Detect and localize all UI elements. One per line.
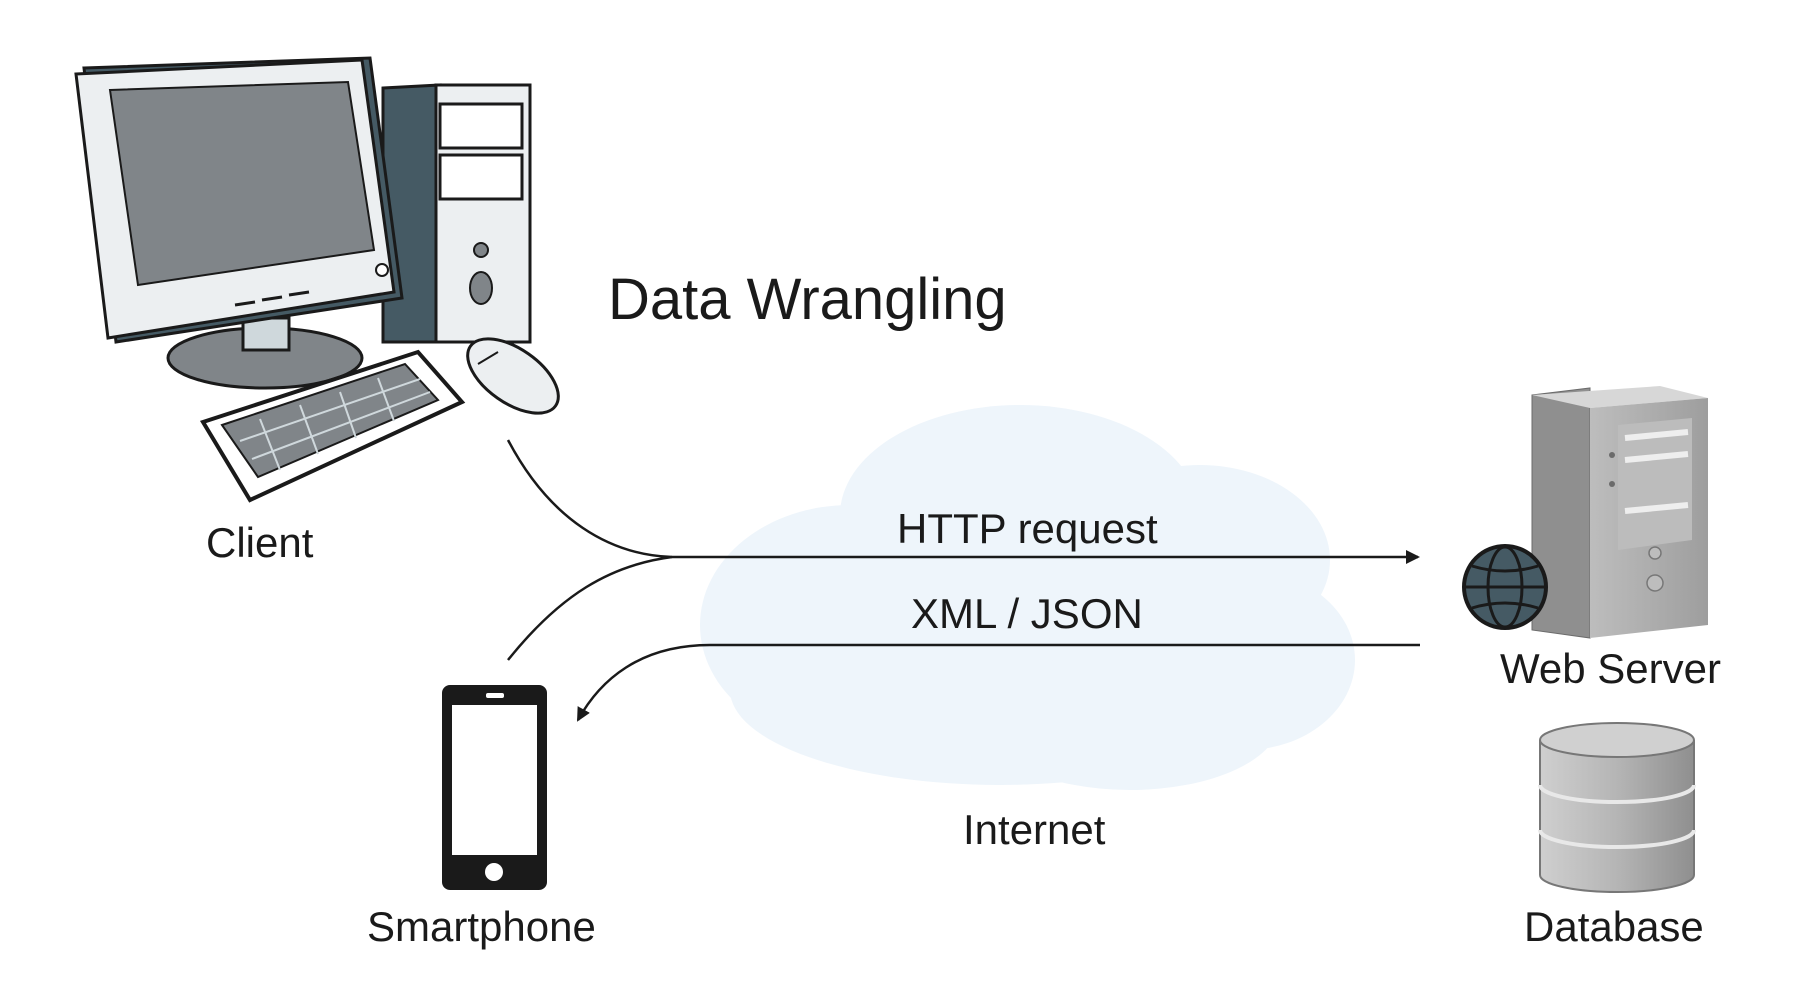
web-server-icon [1531,386,1708,639]
database-label: Database [1524,903,1704,950]
client-label: Client [206,519,314,566]
globe-icon [1462,544,1548,630]
http-request-label: HTTP request [897,505,1158,552]
internet-cloud [700,405,1355,790]
xml-json-label: XML / JSON [911,590,1143,637]
response-arrow [576,643,1420,722]
database-icon [1538,722,1696,893]
pc-tower [381,83,532,344]
smartphone-icon [442,685,547,890]
keyboard [199,349,466,503]
desktop-computer-icon [74,56,560,503]
web-server-label: Web Server [1500,645,1721,692]
smartphone-connector [507,555,673,661]
client-connector [506,439,673,559]
diagram-title: Data Wrangling [608,267,1007,332]
mouse [466,337,560,415]
monitor [74,56,404,344]
internet-label: Internet [963,806,1106,853]
smartphone-label: Smartphone [367,903,596,950]
